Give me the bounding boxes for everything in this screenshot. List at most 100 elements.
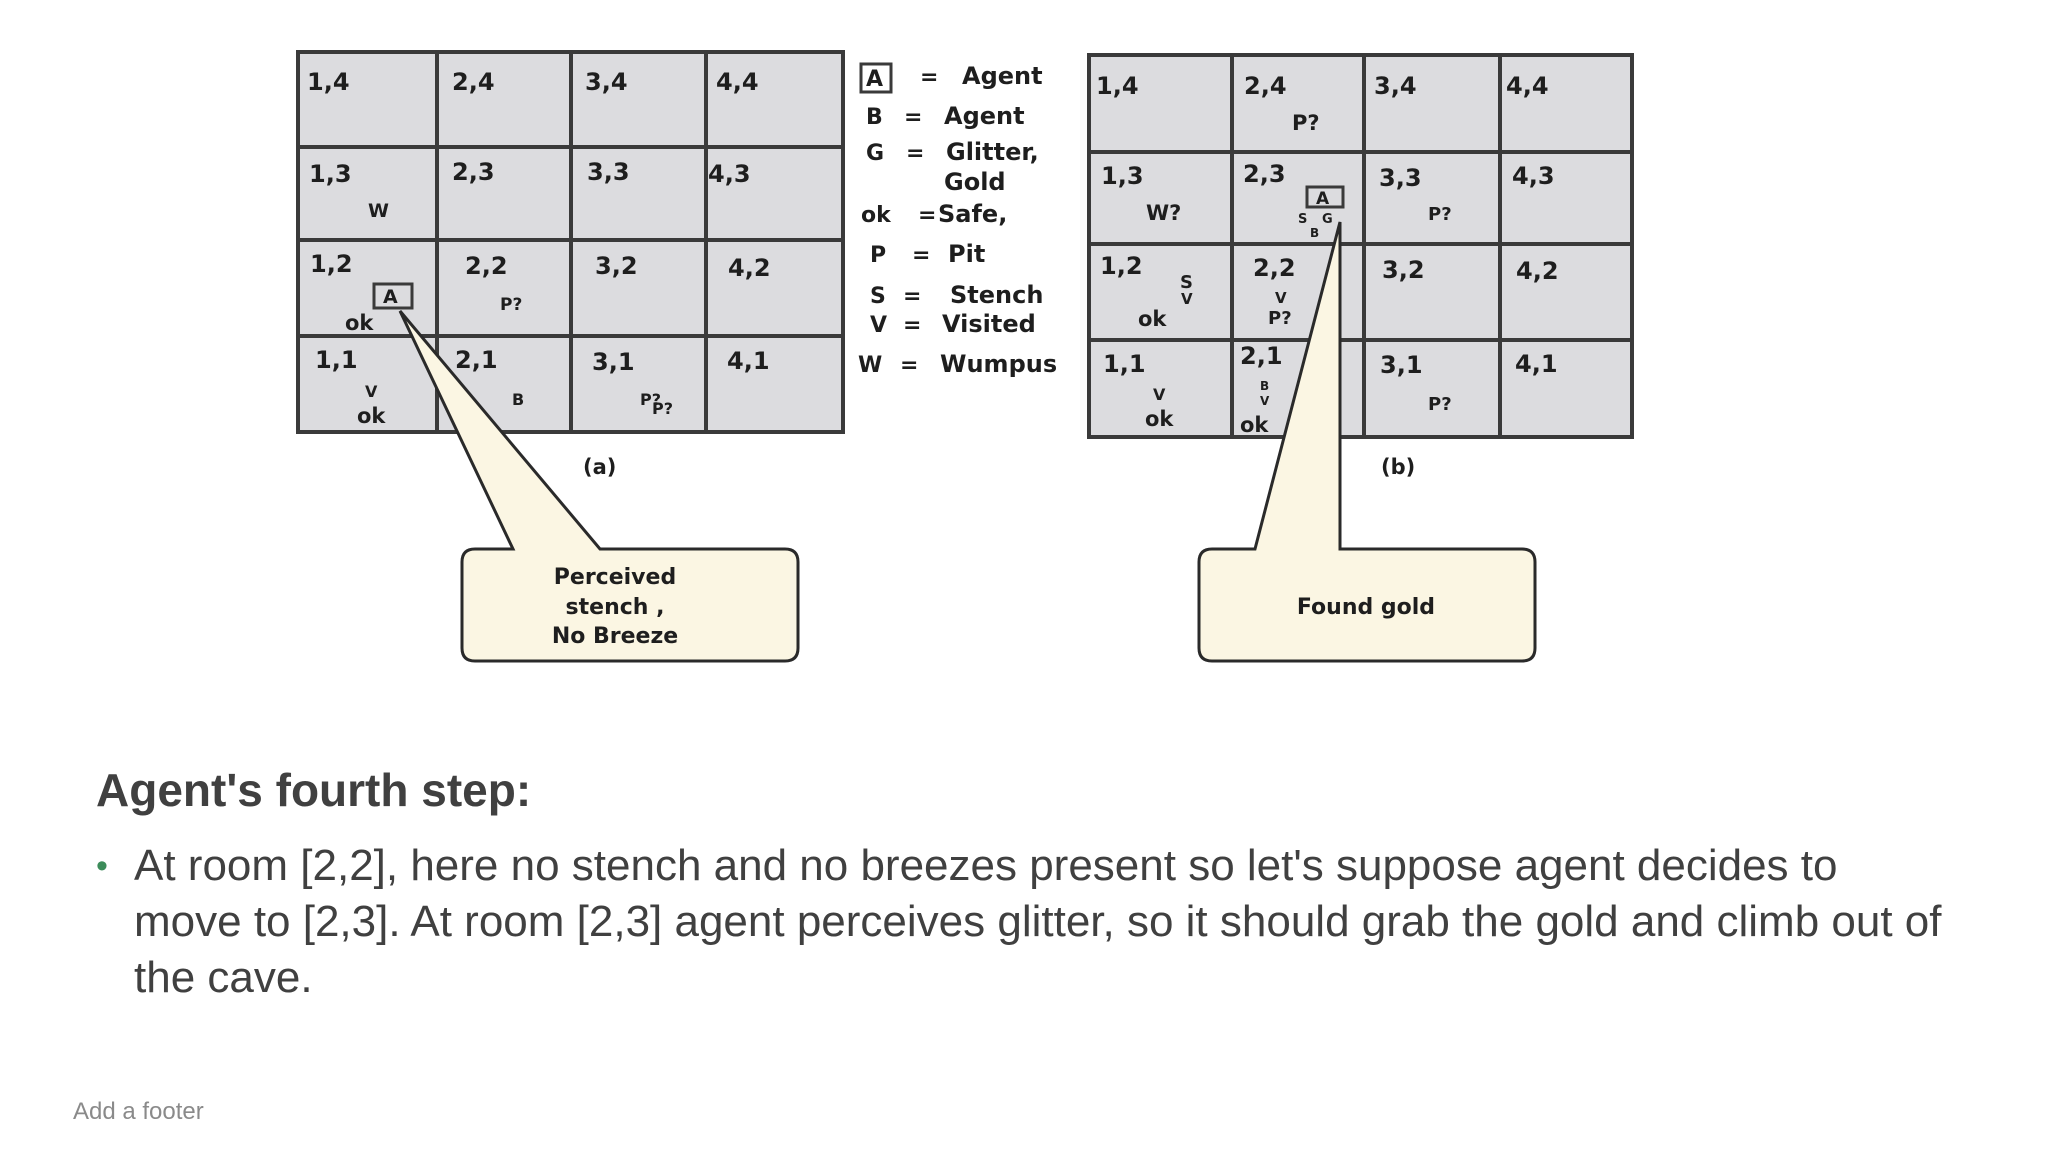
legend-key-2: G bbox=[866, 141, 884, 166]
callout-a-line-2: stench , bbox=[566, 595, 665, 620]
cell-b-2-3-g: G bbox=[1322, 212, 1333, 227]
cell-b-2-3-agent: A bbox=[1316, 189, 1330, 209]
legend-text-7: Visited bbox=[942, 310, 1036, 338]
cell-b-2-3-s: S bbox=[1298, 212, 1307, 227]
bullet-text: At room [2,2], here no stench and no bre… bbox=[134, 841, 1942, 1002]
footer-placeholder[interactable]: Add a footer bbox=[73, 1098, 204, 1125]
cell-a-3-4: 3,4 bbox=[585, 68, 628, 96]
cell-b-1-4: 1,4 bbox=[1096, 72, 1139, 100]
cell-a-2-1-note: B bbox=[512, 390, 524, 409]
legend-eq-6: = bbox=[903, 284, 921, 309]
cell-b-2-2-v: V bbox=[1275, 289, 1287, 307]
cell-a-4-2: 4,2 bbox=[728, 254, 771, 282]
legend-key-1: B bbox=[866, 105, 883, 130]
cell-a-2-4: 2,4 bbox=[452, 68, 495, 96]
bullet-list: • At room [2,2], here no stench and no b… bbox=[96, 838, 1956, 1006]
cell-b-3-2: 3,2 bbox=[1382, 256, 1425, 284]
cell-b-2-4: 2,4 bbox=[1244, 72, 1287, 100]
caption-a: (a) bbox=[583, 455, 616, 479]
legend-text-2: Glitter, bbox=[946, 138, 1039, 166]
cell-b-3-3: 3,3 bbox=[1379, 164, 1422, 192]
cell-a-4-4: 4,4 bbox=[716, 68, 759, 96]
cell-b-2-4-note: P? bbox=[1292, 111, 1320, 135]
cell-b-3-1-note: P? bbox=[1428, 394, 1452, 415]
legend-key-0: A bbox=[866, 67, 883, 92]
cell-a-1-2-ok: ok bbox=[345, 311, 374, 335]
legend-key-8: W bbox=[858, 353, 882, 378]
cell-b-4-3: 4,3 bbox=[1512, 162, 1555, 190]
cell-a-4-1: 4,1 bbox=[727, 347, 770, 375]
bullet-dot-icon: • bbox=[96, 847, 108, 885]
legend-eq-4: = bbox=[918, 203, 936, 228]
grid-a: 1,4 2,4 3,4 4,4 1,3 W 2,3 3,3 4,3 1,2 A … bbox=[296, 50, 845, 663]
legend-text-6: Stench bbox=[950, 281, 1043, 309]
cell-b-2-2-p: P? bbox=[1268, 308, 1292, 329]
legend-key-7: V bbox=[870, 313, 887, 338]
cell-a-1-1: 1,1 bbox=[315, 346, 358, 374]
legend-eq-7: = bbox=[903, 313, 921, 338]
cell-b-1-2-v: V bbox=[1181, 290, 1193, 308]
cell-a-2-2-note: P? bbox=[500, 295, 522, 315]
cell-b-1-3-note: W? bbox=[1146, 201, 1181, 225]
legend-text-4: Safe, bbox=[938, 200, 1007, 228]
callout-b bbox=[1197, 221, 1537, 663]
cell-b-4-2: 4,2 bbox=[1516, 257, 1559, 285]
grid-b: 1,4 2,4 P? 3,4 4,4 1,3 W? 2,3 A S G B 3,… bbox=[1087, 53, 1634, 663]
legend-eq-5: = bbox=[912, 243, 930, 268]
cell-b-1-2: 1,2 bbox=[1100, 252, 1143, 280]
cell-b-2-2: 2,2 bbox=[1253, 254, 1296, 282]
cell-a-1-2-agent: A bbox=[383, 286, 398, 308]
cell-a-1-1-v: V bbox=[365, 382, 378, 401]
cell-a-1-3-note: W bbox=[368, 200, 389, 222]
legend-eq-0: = bbox=[920, 65, 938, 90]
legend-eq-8: = bbox=[900, 353, 918, 378]
callout-a-line-3: No Breeze bbox=[552, 624, 678, 649]
cell-b-2-1-b: B bbox=[1260, 379, 1269, 393]
cell-b-2-3: 2,3 bbox=[1243, 160, 1286, 188]
legend-key-6: S bbox=[870, 284, 886, 309]
cell-b-3-3-note: P? bbox=[1428, 204, 1452, 225]
cell-b-1-2-s: S bbox=[1180, 272, 1193, 293]
cell-a-2-2: 2,2 bbox=[465, 252, 508, 280]
cell-a-1-2: 1,2 bbox=[310, 250, 353, 278]
legend-eq-2: = bbox=[906, 141, 924, 166]
callout-a bbox=[398, 310, 800, 663]
cell-b-2-1: 2,1 bbox=[1240, 342, 1283, 370]
agent-box-a bbox=[372, 282, 414, 310]
cell-a-2-1: 2,1 bbox=[455, 346, 498, 374]
legend-text-8: Wumpus bbox=[940, 350, 1057, 378]
cell-a-1-3: 1,3 bbox=[309, 160, 352, 188]
cell-a-3-3: 3,3 bbox=[587, 158, 630, 186]
legend-key-4: ok bbox=[861, 203, 892, 228]
legend-key-5: P bbox=[870, 243, 886, 268]
cell-a-3-1-note-1: P? bbox=[640, 390, 661, 409]
cell-b-1-1: 1,1 bbox=[1103, 350, 1146, 378]
cell-b-2-1-ok: ok bbox=[1240, 413, 1269, 437]
cell-b-4-4: 4,4 bbox=[1506, 72, 1549, 100]
cell-b-1-2-ok: ok bbox=[1138, 307, 1167, 331]
cell-b-4-1: 4,1 bbox=[1515, 350, 1558, 378]
cell-b-1-3: 1,3 bbox=[1101, 162, 1144, 190]
legend-text-3: Gold bbox=[944, 168, 1006, 196]
cell-b-2-1-v: V bbox=[1260, 394, 1270, 408]
legend-text-0: Agent bbox=[962, 62, 1043, 90]
bullet-item: • At room [2,2], here no stench and no b… bbox=[96, 838, 1956, 1006]
agent-box-b bbox=[1305, 185, 1345, 209]
caption-b: (b) bbox=[1381, 455, 1415, 479]
cell-b-2-3-b: B bbox=[1310, 226, 1319, 240]
cell-b-3-4: 3,4 bbox=[1374, 72, 1417, 100]
legend-agent-box bbox=[859, 62, 893, 94]
legend: A = Agent B = Agent G = Glitter, Gold ok… bbox=[858, 62, 1057, 378]
callout-b-line-1: Found gold bbox=[1297, 595, 1435, 620]
legend-text-5: Pit bbox=[948, 240, 985, 268]
legend-text-1: Agent bbox=[944, 102, 1025, 130]
callout-a-line-1: Perceived bbox=[554, 565, 676, 590]
cell-a-2-3: 2,3 bbox=[452, 158, 495, 186]
cell-a-1-1-ok: ok bbox=[357, 404, 386, 428]
cell-a-3-2: 3,2 bbox=[595, 252, 638, 280]
cell-b-3-1: 3,1 bbox=[1380, 351, 1423, 379]
cell-b-1-1-v: V bbox=[1153, 385, 1166, 404]
cell-a-3-1-note-2: P? bbox=[652, 399, 673, 418]
cell-a-3-1: 3,1 bbox=[592, 348, 635, 376]
slide-heading: Agent's fourth step: bbox=[96, 764, 532, 816]
